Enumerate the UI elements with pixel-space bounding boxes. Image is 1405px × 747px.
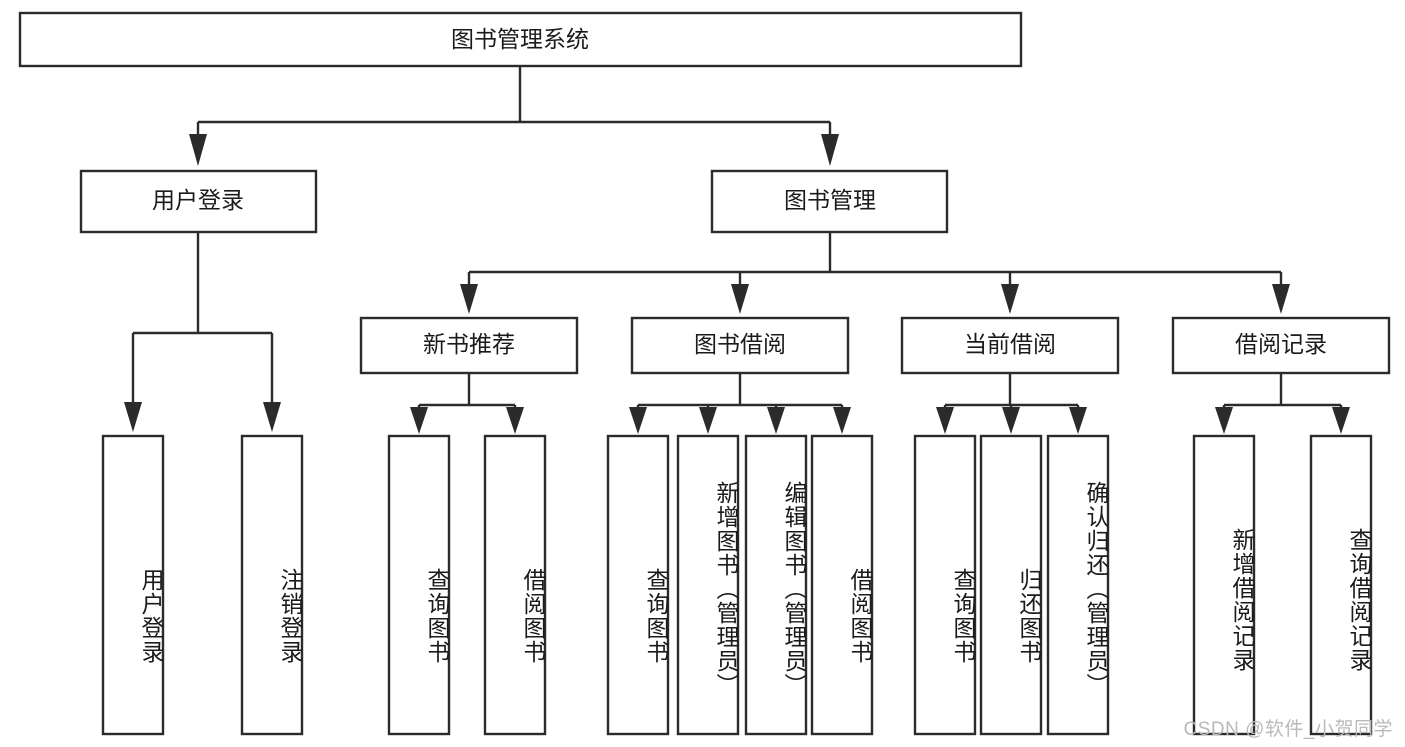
leaf-box-add-record[interactable]: [1192, 434, 1256, 736]
arrow-head-leaf-user-login: [124, 402, 142, 432]
node-user-login[interactable]: 用户登录: [79, 169, 318, 234]
node-current-borrow-box[interactable]: [900, 316, 1120, 375]
connector-group-root: [189, 66, 839, 166]
arrow-head-leaf-return-book: [1002, 407, 1020, 434]
connector-group-book-borrow: [629, 373, 851, 434]
node-current-borrow[interactable]: 当前借阅: [900, 316, 1120, 375]
arrow-head-current-borrow: [1001, 284, 1019, 314]
node-book-manage[interactable]: 图书管理: [710, 169, 949, 234]
node-book-borrow[interactable]: 图书借阅: [630, 316, 850, 375]
node-borrow-record-label: 借阅记录: [1235, 331, 1327, 357]
node-book-borrow-box[interactable]: [630, 316, 850, 375]
node-book-manage-box[interactable]: [710, 169, 949, 234]
arrow-head-borrow-record: [1272, 284, 1290, 314]
arrow-head-user-login: [189, 134, 207, 166]
leaf-box-query-record[interactable]: [1309, 434, 1373, 736]
arrow-head-new-book-recommend: [460, 284, 478, 314]
arrow-head-leaf-query-book-2: [629, 407, 647, 434]
arrow-head-leaf-query-record: [1332, 407, 1350, 434]
arrow-head-leaf-confirm-return: [1069, 407, 1087, 434]
arrow-head-leaf-user-logout: [263, 402, 281, 432]
node-new-book-recommend-box[interactable]: [359, 316, 579, 375]
arrow-head-leaf-add-book: [699, 407, 717, 434]
node-book-borrow-label: 图书借阅: [694, 331, 786, 357]
node-new-book-recommend-label: 新书推荐: [423, 331, 515, 357]
leaf-box-borrow-book-2[interactable]: [810, 434, 874, 736]
node-root-label: 图书管理系统: [451, 26, 589, 52]
node-root-box[interactable]: [18, 11, 1023, 68]
leaf-box-user-logout[interactable]: [240, 434, 304, 736]
connector-group-user-login: [124, 232, 281, 432]
arrow-head-leaf-edit-book: [767, 407, 785, 434]
arrow-head-leaf-query-book-3: [936, 407, 954, 434]
leaf-box-query-book-2[interactable]: [606, 434, 670, 736]
node-new-book-recommend[interactable]: 新书推荐: [359, 316, 579, 375]
arrow-head-leaf-borrow-book-1: [506, 407, 524, 434]
leaf-box-query-book-3[interactable]: [913, 434, 977, 736]
leaf-box-return-book[interactable]: [979, 434, 1043, 736]
leaf-box-edit-book[interactable]: [744, 434, 808, 736]
arrow-head-leaf-borrow-book-2: [833, 407, 851, 434]
arrow-head-leaf-query-book-1: [410, 407, 428, 434]
node-current-borrow-label: 当前借阅: [964, 331, 1056, 357]
node-book-manage-label: 图书管理: [784, 187, 876, 213]
watermark-text: CSDN @软件_小贺同学: [1183, 719, 1393, 740]
connector-group-book-manage: [460, 232, 1290, 314]
node-borrow-record-box[interactable]: [1171, 316, 1391, 375]
arrow-head-book-manage: [821, 134, 839, 166]
leaf-box-borrow-book-1[interactable]: [483, 434, 547, 736]
node-user-login-box[interactable]: [79, 169, 318, 234]
node-user-login-label: 用户登录: [152, 187, 244, 213]
connector-group-borrow-record: [1215, 373, 1350, 434]
connector-group-current-borrow: [936, 373, 1087, 434]
node-borrow-record[interactable]: 借阅记录: [1171, 316, 1391, 375]
node-root[interactable]: 图书管理系统: [18, 11, 1023, 68]
leaf-box-user-login[interactable]: [101, 434, 165, 736]
arrow-head-book-borrow: [731, 284, 749, 314]
leaf-box-add-book[interactable]: [676, 434, 740, 736]
arrow-head-leaf-add-record: [1215, 407, 1233, 434]
leaf-box-query-book-1[interactable]: [387, 434, 451, 736]
connector-group-new-book-recommend: [410, 373, 524, 434]
leaf-box-confirm-return[interactable]: [1046, 434, 1110, 736]
